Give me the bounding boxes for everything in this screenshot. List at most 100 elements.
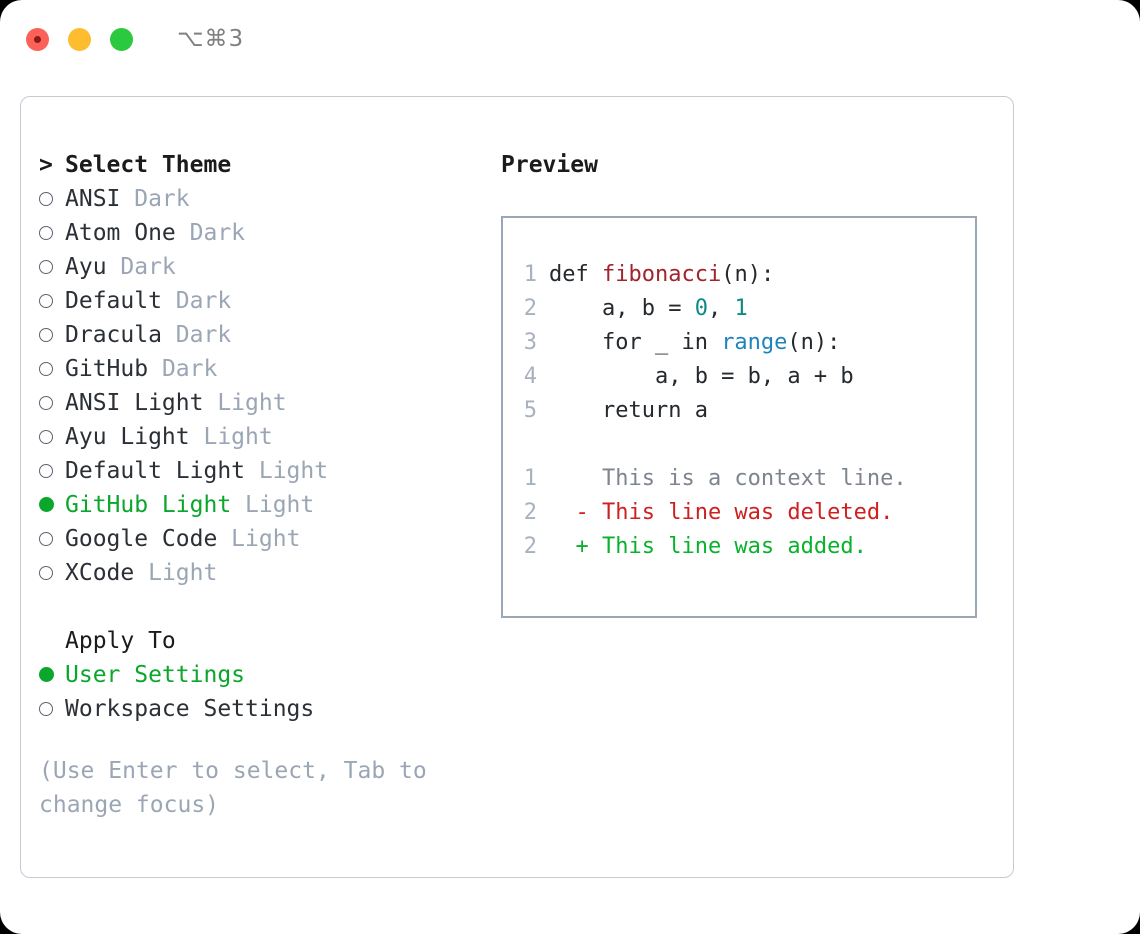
caret-icon: > (39, 152, 53, 178)
radio-unselected-icon (39, 284, 65, 318)
radio-glyph (39, 497, 54, 512)
radio-unselected-icon (39, 692, 65, 726)
code-line: 5 return a (523, 394, 975, 428)
diff-line-context: 1 This is a context line. (523, 462, 975, 496)
radio-glyph (39, 566, 53, 580)
preview-heading-label: Preview (501, 152, 598, 178)
theme-list-item[interactable]: Google Code Light (39, 522, 479, 556)
theme-name-label: Atom One (65, 220, 176, 246)
theme-name-label: GitHub Light (65, 492, 232, 518)
theme-variant-label: Dark (161, 288, 232, 314)
theme-list-item[interactable]: GitHub Dark (39, 352, 479, 386)
diff-line-added: 2 + This line was added. (523, 530, 975, 564)
radio-unselected-icon (39, 352, 65, 386)
theme-list-item[interactable]: Atom One Dark (39, 216, 479, 250)
radio-glyph (39, 667, 54, 682)
radio-unselected-icon (39, 454, 65, 488)
code-token-plain: (n): (787, 330, 841, 355)
theme-list-item[interactable]: Default Dark (39, 284, 479, 318)
apply-to-heading: Apply To (39, 624, 479, 658)
theme-name-label: Default Light (65, 458, 246, 484)
theme-name-label: Ayu Light (65, 424, 190, 450)
line-number: 4 (523, 364, 537, 389)
radio-glyph (39, 430, 53, 444)
diff-text: This is a context line. (601, 466, 907, 491)
theme-variant-label: Dark (175, 220, 246, 246)
radio-unselected-icon (39, 522, 65, 556)
code-line: 2 a, b = 0, 1 (523, 292, 975, 326)
line-number: 2 (523, 500, 537, 525)
line-number: 3 (523, 330, 537, 355)
code-token-plain: for _ in (549, 330, 722, 355)
code-token-plain: a, b = b, a + b (549, 364, 854, 389)
theme-list-item[interactable]: Ayu Dark (39, 250, 479, 284)
code-token-num: 1 (734, 296, 748, 321)
theme-list-item[interactable]: Ayu Light Light (39, 420, 479, 454)
apply-to-item[interactable]: Workspace Settings (39, 692, 479, 726)
radio-unselected-icon (39, 556, 65, 590)
theme-name-label: Ayu (65, 254, 107, 280)
theme-variant-label: Light (231, 492, 315, 518)
theme-variant-label: Dark (120, 186, 190, 212)
select-theme-heading: > Select Theme (39, 148, 479, 182)
apply-to-label: Workspace Settings (65, 696, 315, 722)
radio-glyph (39, 328, 53, 342)
line-number: 2 (523, 534, 537, 559)
diff-text: This line was added. (601, 534, 867, 559)
theme-list-item[interactable]: Dracula Dark (39, 318, 479, 352)
theme-list-item[interactable]: ANSI Dark (39, 182, 479, 216)
code-token-call: range (721, 330, 788, 355)
diff-line-deleted: 2 - This line was deleted. (523, 496, 975, 530)
theme-name-label: ANSI Light (65, 390, 204, 416)
keyboard-shortcut-label: ⌥⌘3 (177, 26, 245, 52)
radio-unselected-icon (39, 420, 65, 454)
apply-to-heading-label: Apply To (65, 628, 176, 654)
radio-glyph (39, 294, 53, 308)
radio-glyph (39, 396, 53, 410)
code-token-plain: a, b = (549, 296, 695, 321)
minimize-button[interactable] (68, 27, 91, 51)
radio-glyph (39, 464, 53, 478)
theme-variant-label: Light (134, 560, 218, 586)
theme-list-item[interactable]: GitHub Light Light (39, 488, 479, 522)
title-bar: ⌥⌘3 (0, 0, 1140, 78)
theme-variant-label: Light (189, 424, 273, 450)
radio-glyph (39, 260, 53, 274)
theme-list-item[interactable]: XCode Light (39, 556, 479, 590)
line-number: 5 (523, 398, 537, 423)
apply-to-item[interactable]: User Settings (39, 658, 479, 692)
close-button[interactable] (26, 27, 49, 51)
line-number: 1 (523, 262, 537, 287)
radio-unselected-icon (39, 182, 65, 216)
theme-list-item[interactable]: Default Light Light (39, 454, 479, 488)
theme-variant-label: Light (203, 390, 287, 416)
radio-unselected-icon (39, 216, 65, 250)
theme-variant-label: Dark (148, 356, 218, 382)
radio-glyph (39, 192, 53, 206)
diff-sign (549, 466, 602, 491)
theme-name-label: GitHub (65, 356, 149, 382)
diff-sign: + (549, 534, 602, 559)
theme-list-item[interactable]: ANSI Light Light (39, 386, 479, 420)
code-token-num: 0 (694, 296, 708, 321)
code-token-plain: , (707, 296, 735, 321)
theme-name-label: Google Code (65, 526, 218, 552)
theme-variant-label: Light (217, 526, 301, 552)
diff-sign: - (549, 500, 602, 525)
radio-glyph (39, 532, 53, 546)
code-token-fn: fibonacci (601, 262, 722, 287)
radio-selected-icon (39, 488, 65, 522)
theme-name-label: XCode (65, 560, 135, 586)
code-line: 3 for _ in range(n): (523, 326, 975, 360)
maximize-button[interactable] (110, 27, 133, 51)
diff-text: This line was deleted. (601, 500, 894, 525)
keyboard-hint-text: (Use Enter to select, Tab to change focu… (39, 758, 427, 818)
radio-unselected-icon (39, 386, 65, 420)
